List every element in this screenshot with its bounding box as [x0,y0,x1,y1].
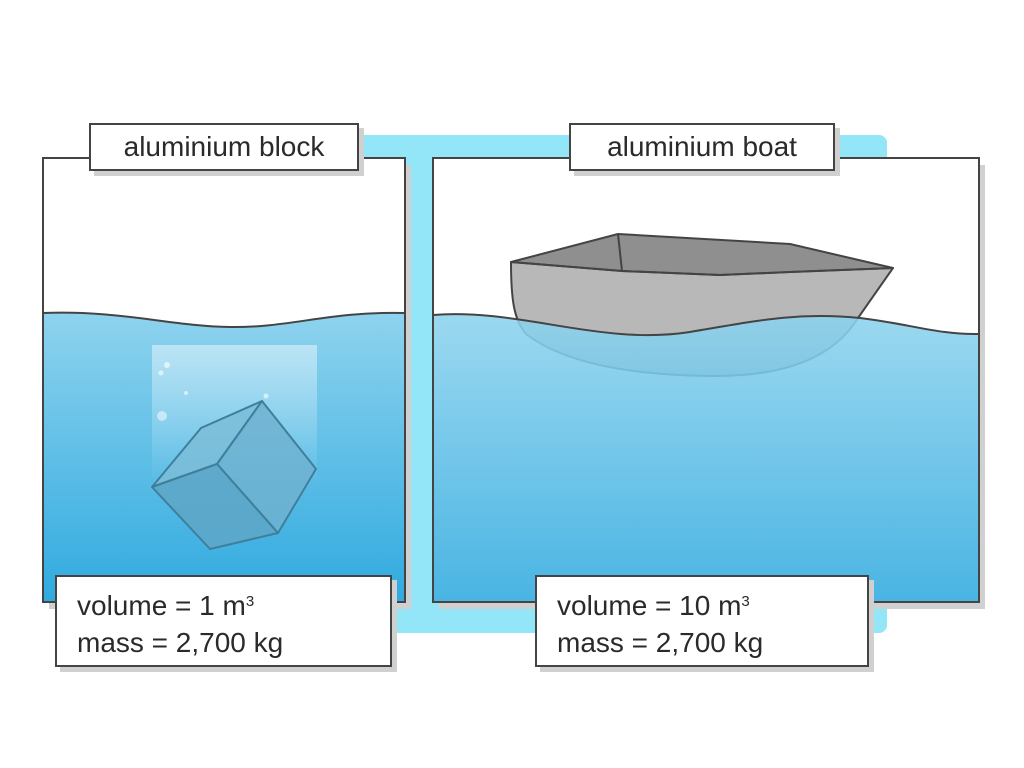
boat-bulkhead [617,233,623,272]
volume-text-block: volume = 1 m [77,590,246,621]
title-block-text: aluminium block [123,131,325,162]
water-surface-right [432,313,980,337]
info-box-block: volume = 1 m3 mass = 2,700 kg [55,575,392,667]
boat-gunwale [510,261,894,276]
volume-exponent-boat: 3 [741,593,750,610]
title-label-boat: aluminium boat [569,123,835,171]
bubble [263,393,269,399]
volume-text-boat: volume = 10 m [557,590,742,621]
info-box-boat: volume = 10 m3 mass = 2,700 kg [535,575,869,667]
volume-line-boat: volume = 10 m3 [557,587,867,624]
water-surface-left [42,311,406,329]
mass-text-block: mass = 2,700 kg [77,627,284,658]
title-boat-text: aluminium boat [607,131,797,162]
volume-exponent-block: 3 [245,593,255,610]
bubble [164,362,170,368]
volume-line-block: volume = 1 m3 [77,587,390,624]
tank-right [432,157,985,609]
water-right [433,314,979,602]
tank-left [42,157,411,609]
title-label-block: aluminium block [89,123,359,171]
mass-text-boat: mass = 2,700 kg [557,627,764,658]
bubble [157,411,167,421]
bubble [158,370,164,376]
cube-face-front [151,463,279,550]
aluminium-cube [151,400,317,550]
bubble [184,391,188,395]
